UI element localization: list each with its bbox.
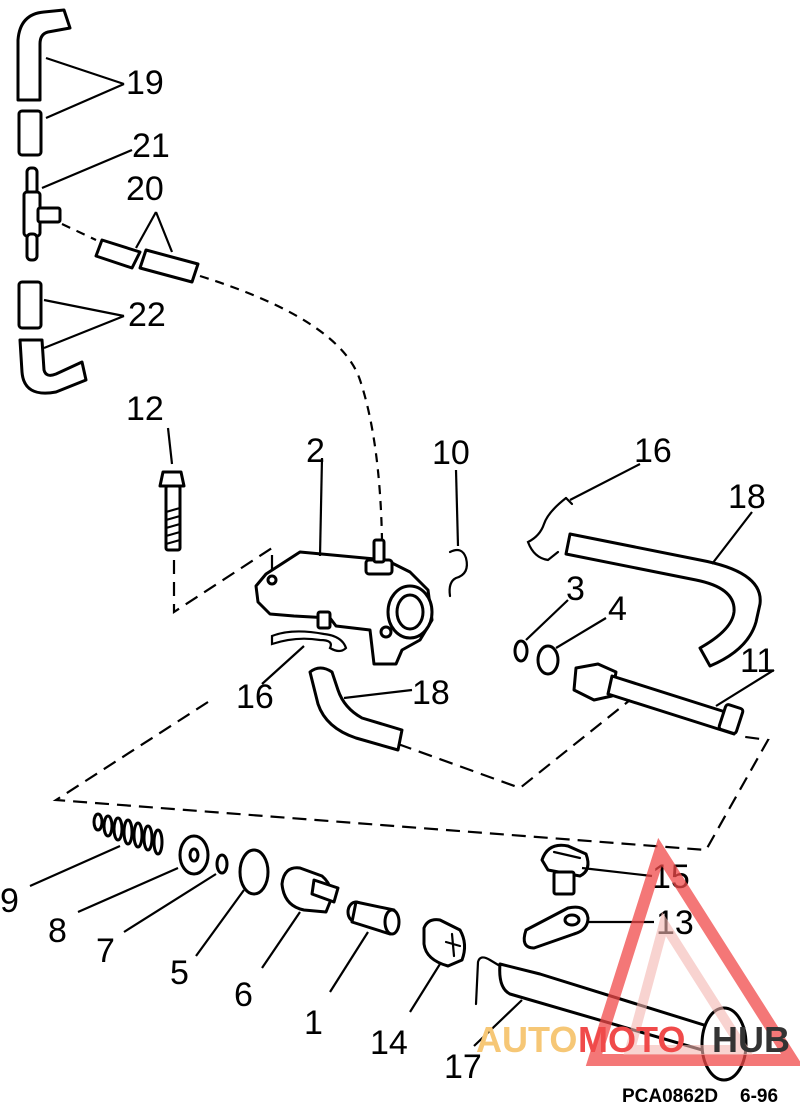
dashed-assembly-outline xyxy=(52,701,770,852)
dashed-bolt-route xyxy=(172,545,274,615)
part-5-o-ring xyxy=(195,848,270,957)
dashed-route-a xyxy=(61,223,97,241)
part-7-o-ring xyxy=(123,853,229,933)
part-3-o-ring xyxy=(513,599,569,663)
callout-12: 12 xyxy=(126,390,164,428)
part-6-bushing xyxy=(261,866,340,969)
callout-9: 9 xyxy=(0,882,19,920)
part-16-clip-top xyxy=(526,463,641,562)
part-8-washer xyxy=(77,834,210,914)
callout-21: 21 xyxy=(132,127,170,165)
part-16-clip-mid xyxy=(261,630,348,685)
callout-8: 8 xyxy=(48,912,67,950)
callout-22: 22 xyxy=(128,296,166,334)
part-14-knob xyxy=(409,918,467,1013)
callout-20: 20 xyxy=(126,170,164,208)
part-18-hose-mid xyxy=(308,666,413,752)
dashed-route-b xyxy=(199,274,384,541)
callout-19: 19 xyxy=(126,64,164,102)
watermark-text-auto: AUTO xyxy=(476,1019,577,1060)
watermark-text-moto: MOTO xyxy=(578,1019,685,1060)
part-10-clip xyxy=(448,469,468,598)
watermark-text-hub: HUB xyxy=(712,1019,790,1060)
callout-11: 11 xyxy=(740,642,775,680)
part-21-tee-fitting xyxy=(22,148,133,262)
part-4-o-ring xyxy=(536,617,607,676)
callout-18-mid: 18 xyxy=(412,674,450,712)
callout-7: 7 xyxy=(96,932,115,970)
callout-14: 14 xyxy=(370,1024,408,1062)
part-1-spool xyxy=(329,900,401,993)
callout-3: 3 xyxy=(566,570,585,608)
part-18-hose-top xyxy=(564,511,762,668)
callout-10: 10 xyxy=(432,434,470,472)
callout-18-top: 18 xyxy=(728,478,766,516)
callout-16-top: 16 xyxy=(634,432,672,470)
watermark-triangle-inner xyxy=(623,911,754,1055)
figure-date: 6-96 xyxy=(740,1086,778,1107)
callout-17: 17 xyxy=(444,1048,482,1086)
part-12-bolt xyxy=(158,427,186,552)
part-13-plate xyxy=(522,905,654,950)
automotohub-watermark: AUTO MOTO HUB xyxy=(476,837,800,1066)
part-19-hose xyxy=(16,8,125,157)
part-9-spring xyxy=(29,812,164,888)
part-11-shaft xyxy=(572,662,775,736)
callout-16-mid: 16 xyxy=(236,678,274,716)
callout-6: 6 xyxy=(234,976,253,1014)
callout-2: 2 xyxy=(306,432,325,470)
callout-4: 4 xyxy=(608,590,627,628)
part-15-screw xyxy=(540,843,653,896)
dashed-hose-route xyxy=(397,699,631,790)
watermark-triangle-icon xyxy=(585,837,800,1066)
part-2-housing xyxy=(254,457,434,666)
part-20-hoses xyxy=(94,211,200,284)
callout-1: 1 xyxy=(304,1004,323,1042)
part-22-hose xyxy=(17,280,125,395)
figure-code: PCA0862D xyxy=(622,1086,718,1107)
callout-5: 5 xyxy=(170,954,189,992)
